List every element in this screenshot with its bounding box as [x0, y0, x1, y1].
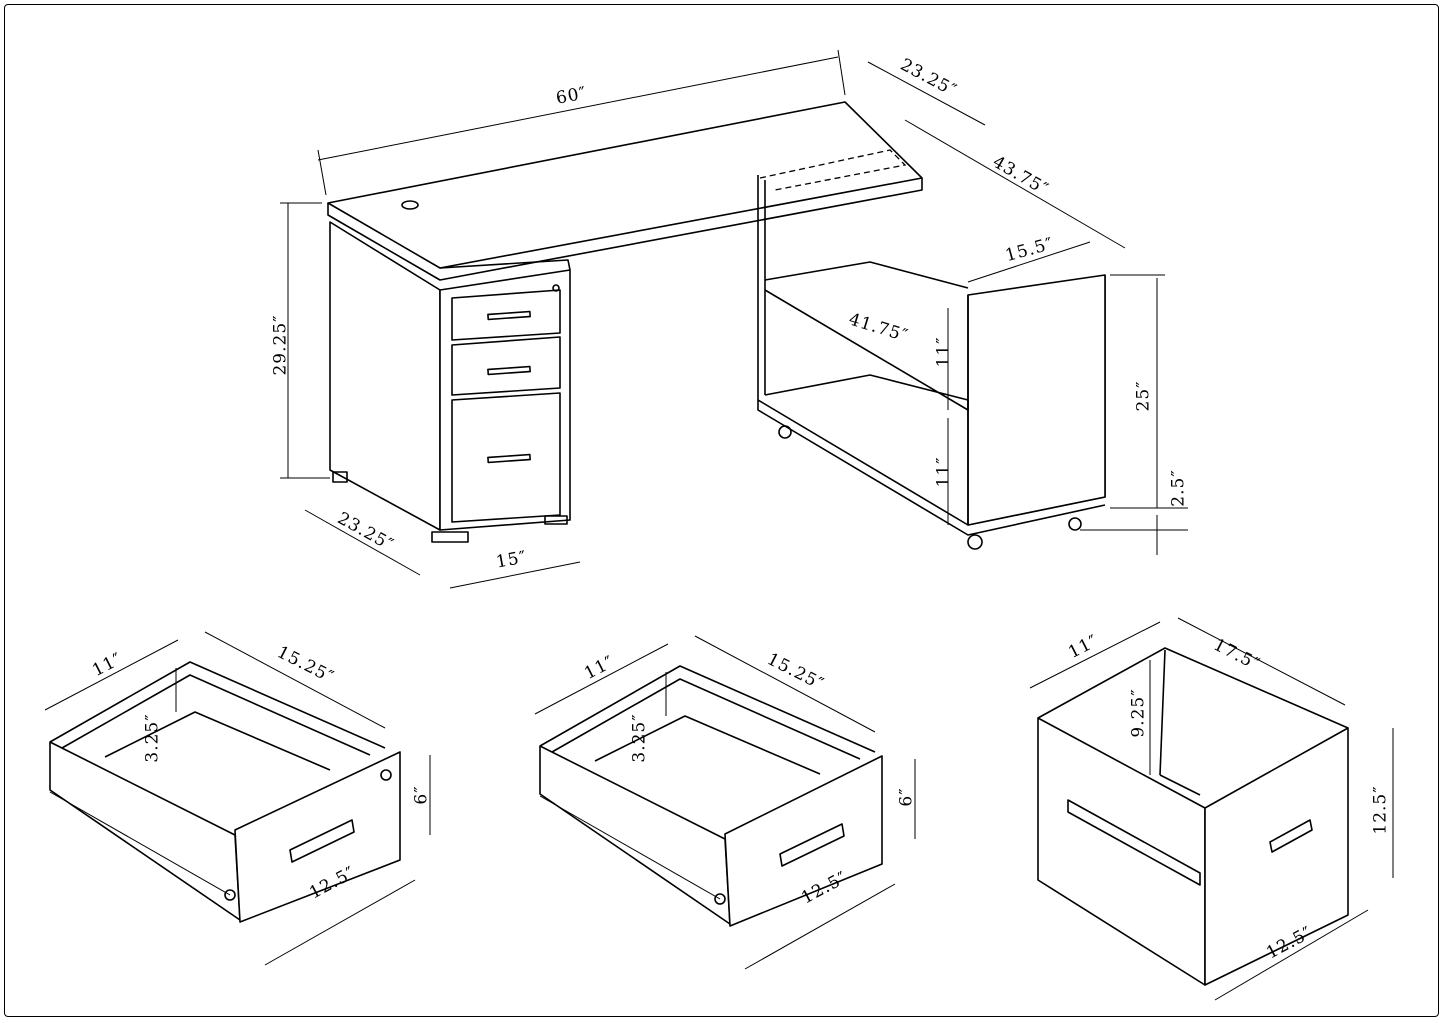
desktop-edge [327, 178, 923, 281]
desk-drawing [280, 49, 1188, 589]
drawer-1-inner-height: 3.25″ [142, 713, 163, 763]
diagram-frame [4, 4, 1439, 1017]
drawer-3-drawing [1029, 617, 1394, 1001]
dim-shelf-upper-height: 11″ [933, 336, 954, 368]
return-cabinet-side [967, 274, 1106, 526]
desktop-surface [327, 101, 923, 269]
drawer-1-drawing [44, 631, 431, 966]
drawer-3-front-height: 12.5″ [1370, 785, 1391, 835]
dim-return-height: 25″ [1133, 380, 1154, 412]
dim-shelf-lower-height: 11″ [933, 456, 954, 488]
drawer-2-front [451, 336, 561, 396]
dim-caster-height: 2.5″ [1168, 469, 1189, 507]
drawer-2-front-height: 6″ [896, 787, 917, 807]
drawer-2-inner-height: 3.25″ [629, 713, 650, 763]
drawer-1-front [451, 289, 561, 341]
pedestal-side [329, 221, 441, 531]
drawer-3-inner-height: 9.25″ [1128, 688, 1149, 738]
dim-desk-height: 29.25″ [270, 314, 291, 376]
grommet-hole [401, 200, 419, 210]
drawer-2-drawing [534, 635, 916, 970]
drawer-1-front-height: 6″ [411, 785, 432, 805]
drawer-3-front [451, 392, 561, 523]
